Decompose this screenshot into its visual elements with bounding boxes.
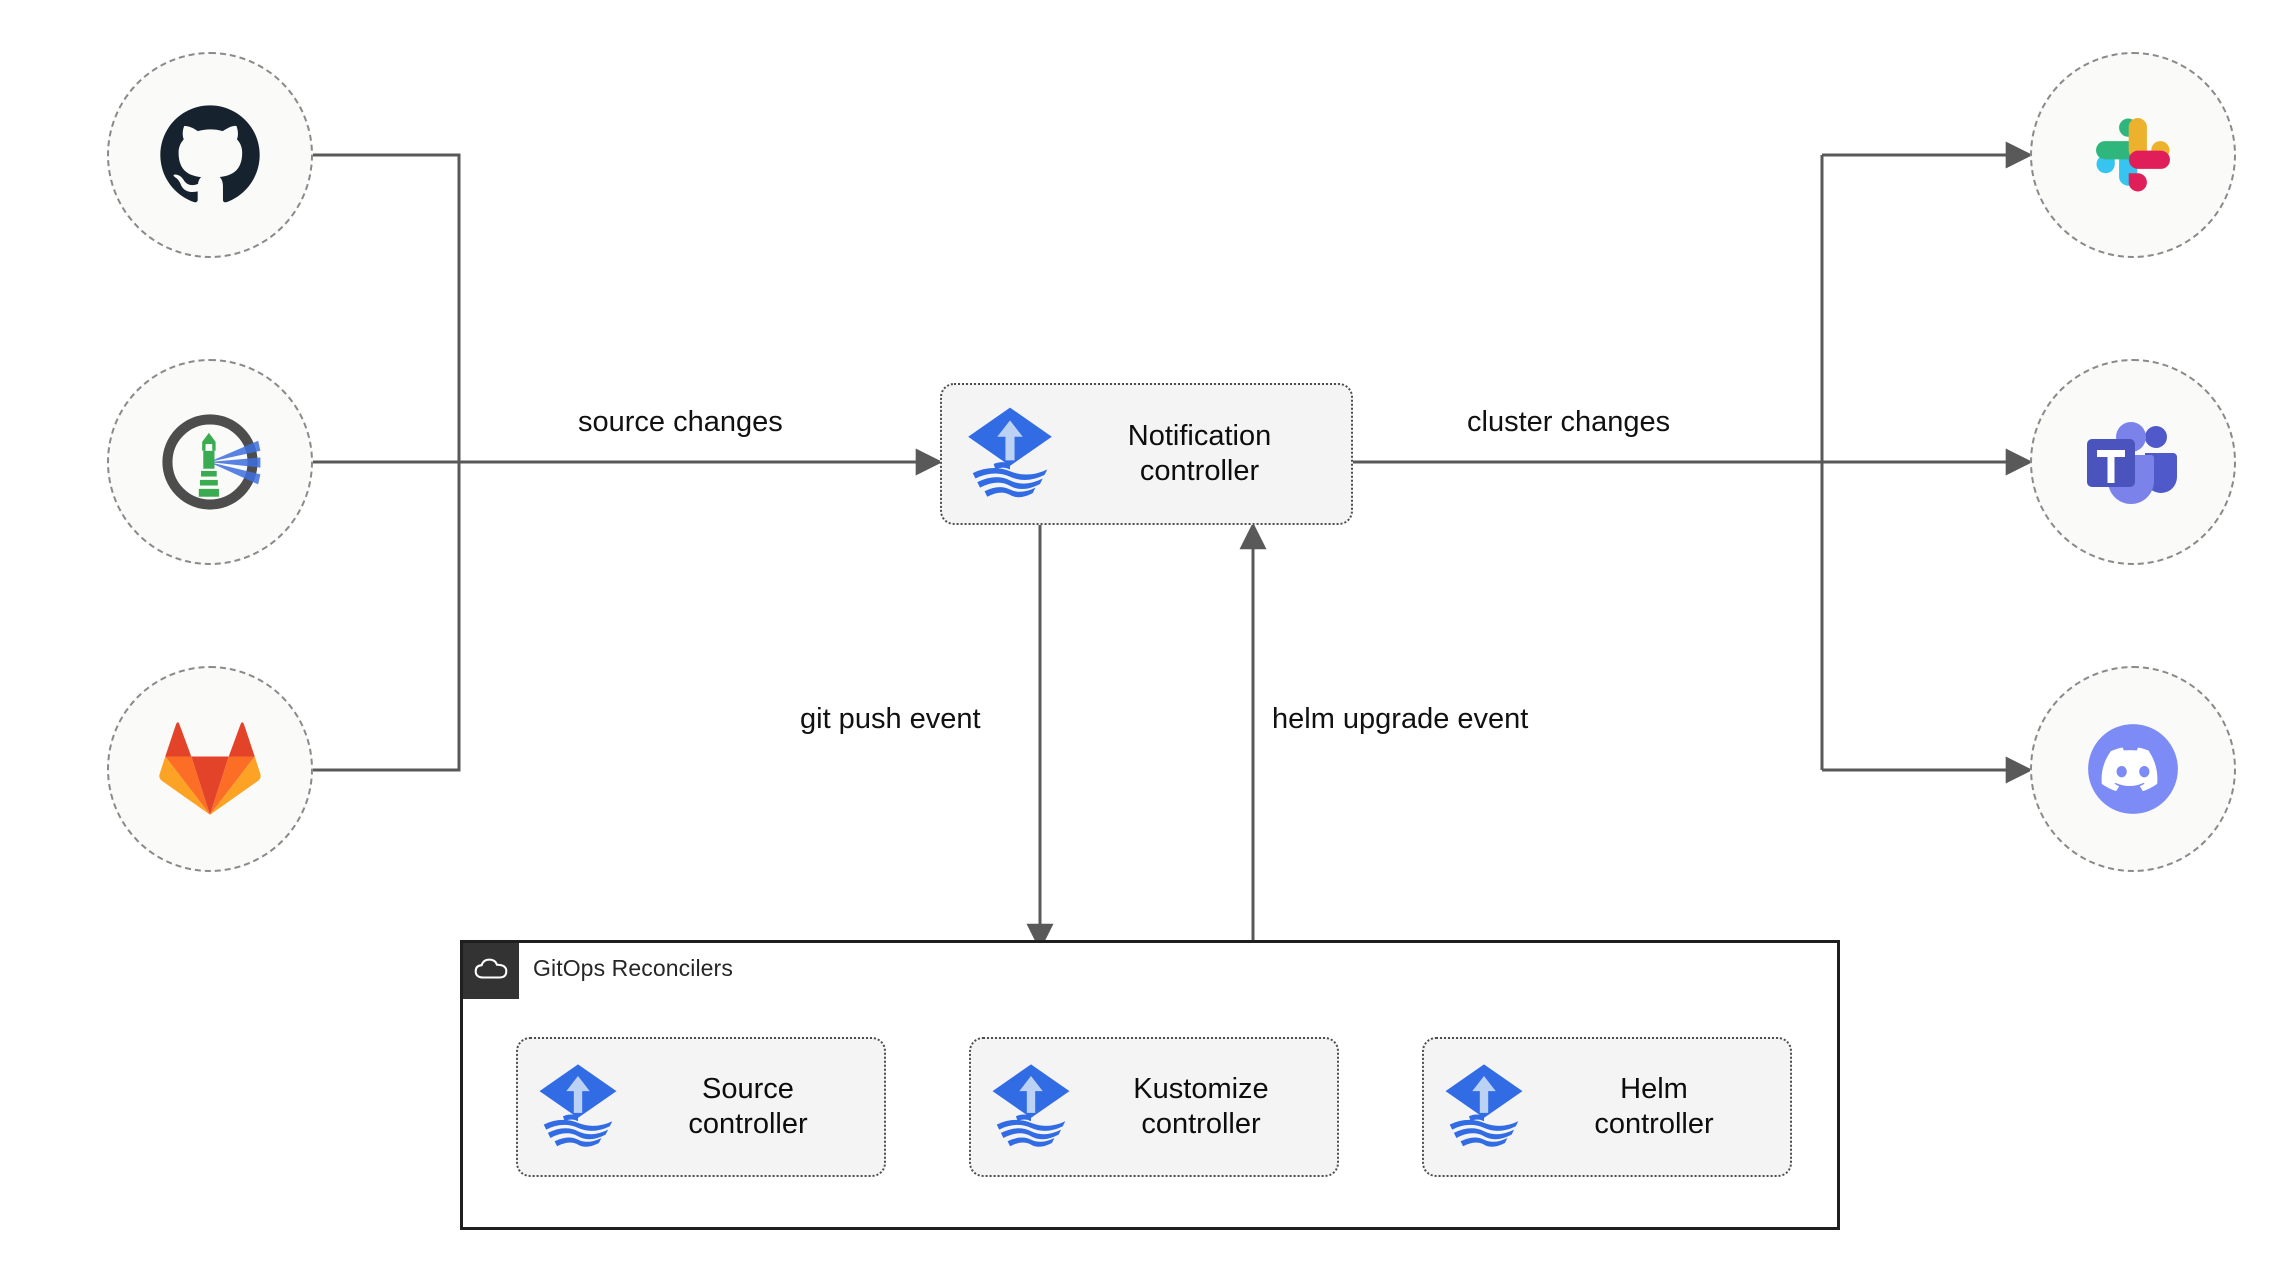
notification-controller-card[interactable]: Notification controller <box>940 383 1353 525</box>
destination-node-discord[interactable] <box>2030 666 2236 872</box>
notification-controller-label: Notification controller <box>1127 419 1272 487</box>
source-controller-label: Source controller <box>688 1072 808 1140</box>
flux-logo-icon <box>989 1061 1073 1153</box>
edge-label-cluster-changes: cluster changes <box>1467 406 1671 438</box>
edge-label-git-push-event: git push event <box>800 703 981 735</box>
source-node-helm-repository[interactable] <box>107 359 313 565</box>
kustomize-controller-card[interactable]: Kustomize controller <box>969 1037 1339 1177</box>
helm-controller-card[interactable]: Helm controller <box>1422 1037 1792 1177</box>
source-node-github[interactable] <box>107 52 313 258</box>
flux-logo-icon <box>964 404 1056 504</box>
edge-label-source-changes: source changes <box>578 406 783 438</box>
source-node-gitlab[interactable] <box>107 666 313 872</box>
gitops-reconcilers-panel: GitOps Reconcilers Source controller <box>460 940 1840 1230</box>
slack-icon <box>2085 107 2181 203</box>
gitlab-icon <box>158 719 262 819</box>
lighthouse-icon <box>154 406 266 518</box>
discord-icon <box>2082 718 2184 820</box>
edge-label-helm-upgrade-event: helm upgrade event <box>1272 703 1529 735</box>
panel-tab <box>463 943 519 999</box>
panel-title: GitOps Reconcilers <box>533 955 733 981</box>
destination-node-microsoft-teams[interactable] <box>2030 359 2236 565</box>
microsoft-teams-icon <box>2083 415 2183 509</box>
kustomize-controller-label: Kustomize controller <box>1133 1072 1269 1140</box>
wire-sources-trunk <box>313 153 461 772</box>
source-controller-card[interactable]: Source controller <box>516 1037 886 1177</box>
github-icon <box>156 101 264 209</box>
cloud-icon <box>474 957 508 986</box>
destination-node-slack[interactable] <box>2030 52 2236 258</box>
flux-logo-icon <box>1442 1061 1526 1153</box>
flux-logo-icon <box>536 1061 620 1153</box>
helm-controller-label: Helm controller <box>1594 1072 1714 1140</box>
